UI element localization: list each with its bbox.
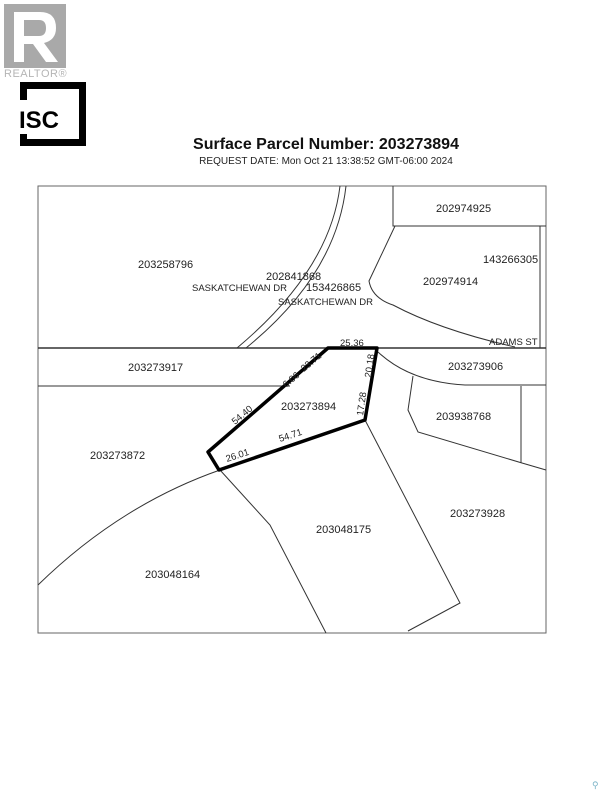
isc-logo-text: ISC [19, 107, 59, 134]
street-label: SASKATCHEWAN DR [278, 297, 373, 308]
road-line-bottom-right [377, 351, 546, 386]
realtor-wordmark: REALTOR® [4, 68, 68, 80]
parcel-label: 203273906 [448, 361, 503, 373]
parcel-label: 143266305 [483, 254, 538, 266]
parcel-label: 203048175 [316, 524, 371, 536]
parcel-line [219, 469, 327, 634]
dimension-label: 17.28 [355, 391, 369, 416]
street-label: SASKATCHEWAN DR [192, 283, 287, 294]
request-date: REQUEST DATE: Mon Oct 21 13:38:52 GMT-06… [199, 156, 453, 167]
parcel-label: 203273928 [450, 508, 505, 520]
road-arc-inner [245, 185, 347, 349]
parcel-line [364, 419, 461, 632]
map-pin-icon: ⚲ [592, 780, 599, 790]
map-frame [37, 185, 547, 634]
parcel-label: 203273917 [128, 362, 183, 374]
parcel-line [407, 375, 547, 471]
isc-logo: ISC [19, 82, 86, 146]
street-label: ADAMS ST [489, 337, 538, 348]
road-arc-outer [236, 185, 341, 349]
parcel-label: 202974925 [436, 203, 491, 215]
parcel-line [392, 186, 546, 227]
parcel-label: 203258796 [138, 259, 193, 271]
parcel-label: 202974914 [423, 276, 478, 288]
subject-parcel-outline[interactable] [206, 346, 379, 472]
dimension-label: 20.18 [363, 353, 377, 378]
subject-parcel-label: 203273894 [281, 401, 336, 413]
realtor-logo [4, 4, 66, 68]
parcel-label: 203048164 [145, 569, 200, 581]
parcel-label: 203273872 [90, 450, 145, 462]
parcel-line [37, 469, 221, 586]
parcel-line [368, 225, 516, 348]
page-title: Surface Parcel Number: 203273894 [193, 136, 459, 153]
parcel-label: 202841868 [266, 271, 321, 283]
dimension-label: 25.36 [340, 338, 364, 349]
parcel-label: 203938768 [436, 411, 491, 423]
parcel-label: 153426865 [306, 282, 361, 294]
